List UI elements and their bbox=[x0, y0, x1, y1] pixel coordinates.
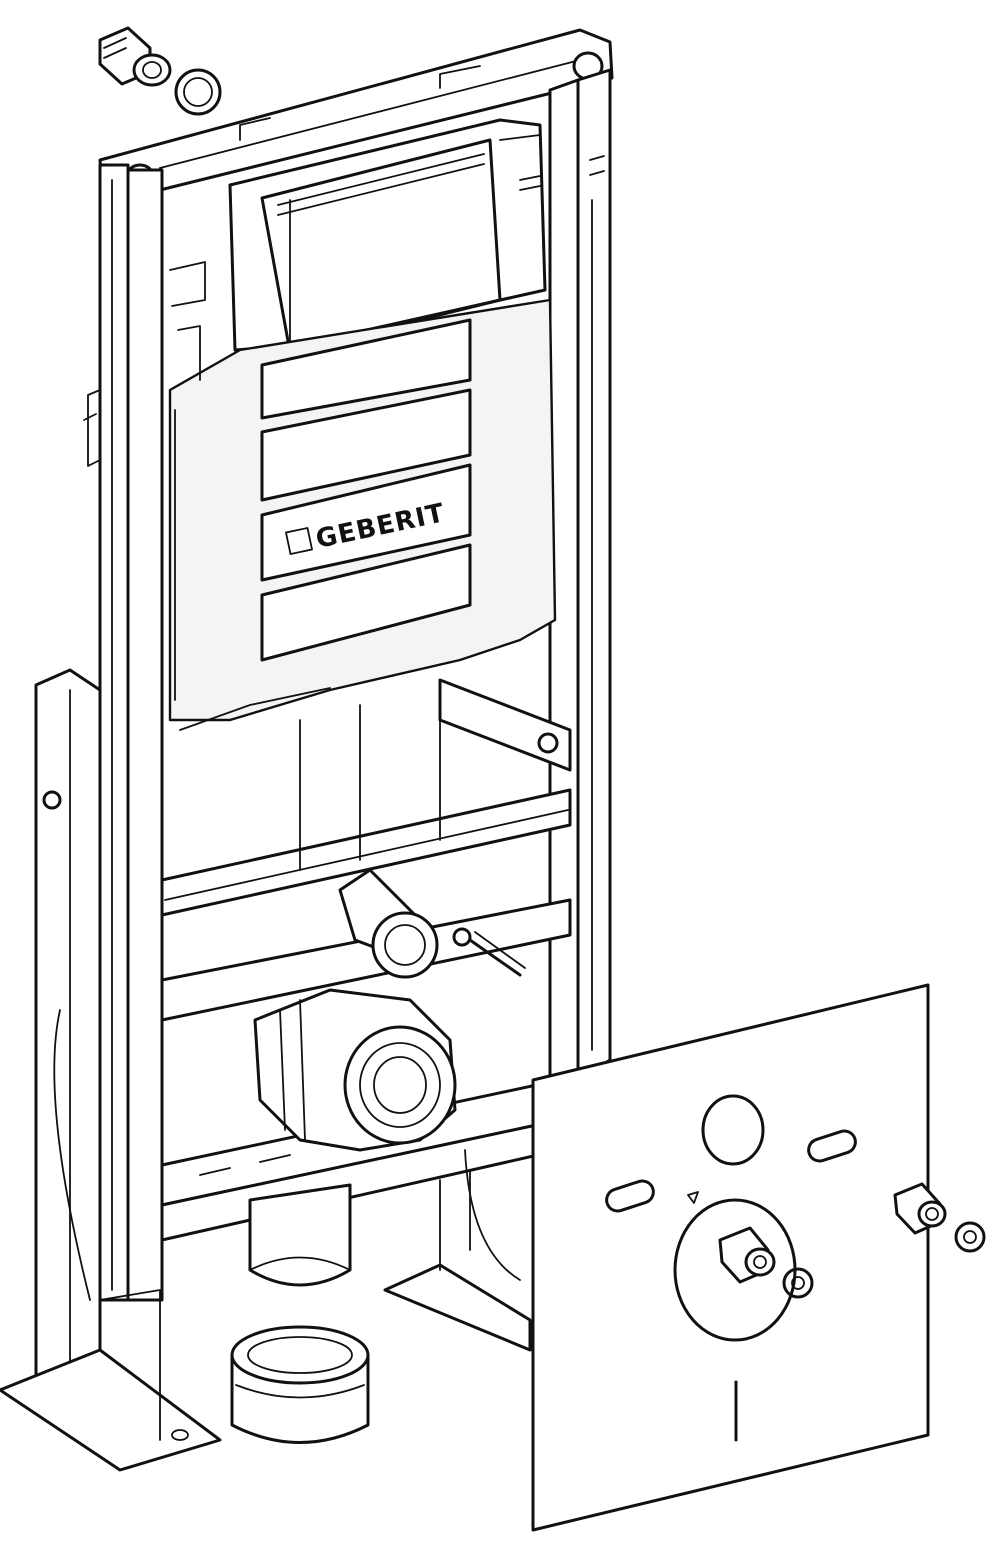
waste-connector-sleeve bbox=[230, 1325, 370, 1444]
side-supply-bracket bbox=[83, 261, 206, 467]
flush-bend-connector bbox=[253, 988, 457, 1152]
connector-fitting bbox=[98, 26, 172, 87]
washer-center bbox=[782, 1267, 814, 1299]
drain-pipe bbox=[248, 1183, 352, 1287]
frame-left-post bbox=[98, 163, 164, 1302]
water-supply-elbow bbox=[338, 868, 526, 979]
fixing-bolt-right bbox=[893, 1182, 947, 1235]
support-leg-left bbox=[0, 668, 222, 1472]
frame-mid-rails bbox=[160, 678, 572, 1022]
washer-right bbox=[954, 1221, 986, 1253]
washer-ring-top bbox=[174, 68, 222, 116]
fixing-bolt-center bbox=[718, 1226, 776, 1284]
support-leg-right bbox=[383, 1149, 532, 1352]
flush-cistern: GEBERIT bbox=[168, 298, 557, 731]
actuator-opening-frame bbox=[228, 118, 547, 354]
